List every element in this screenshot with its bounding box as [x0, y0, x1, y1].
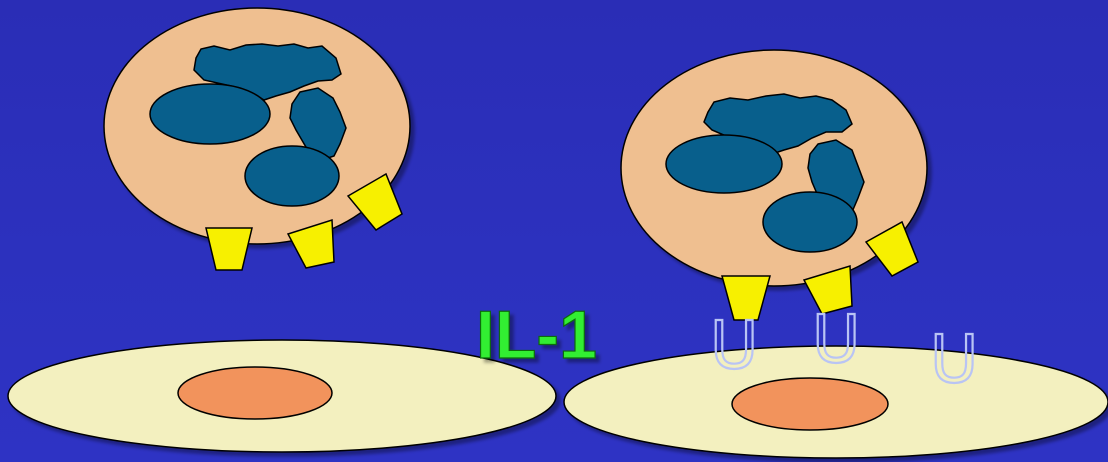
adhesion-molecule	[286, 218, 335, 269]
endothelial-cell-left	[7, 339, 557, 453]
adhesion-molecule	[864, 220, 919, 277]
nucleus-lobe-right	[762, 191, 858, 253]
adhesion-molecule	[802, 265, 853, 315]
cytokine-label: IL-1	[476, 297, 597, 373]
nucleus-lobe-left	[149, 83, 271, 145]
receptors: U U U	[709, 300, 980, 399]
adhesion-molecules-right	[721, 220, 919, 321]
leukocyte-left-nucleus	[149, 43, 347, 207]
leukocyte-right	[620, 49, 928, 321]
adhesion-molecule	[205, 227, 253, 271]
adhesion-molecules-left	[205, 172, 403, 271]
nucleus-lobe-left	[665, 134, 783, 194]
endothelial-cell-right	[563, 345, 1108, 459]
adhesion-molecule	[721, 275, 771, 321]
receptor-glyph: U	[930, 321, 978, 398]
receptor-glyph: U	[710, 307, 758, 384]
leukocyte-right-nucleus	[665, 93, 865, 253]
receptor-glyph: U	[812, 301, 860, 378]
endothelial-nucleus-left	[177, 366, 333, 420]
adhesion-molecule	[346, 172, 403, 231]
nucleus-lobe-right	[244, 145, 340, 207]
leukocyte-left	[103, 7, 411, 271]
endothelial-nucleus-right	[731, 377, 889, 431]
